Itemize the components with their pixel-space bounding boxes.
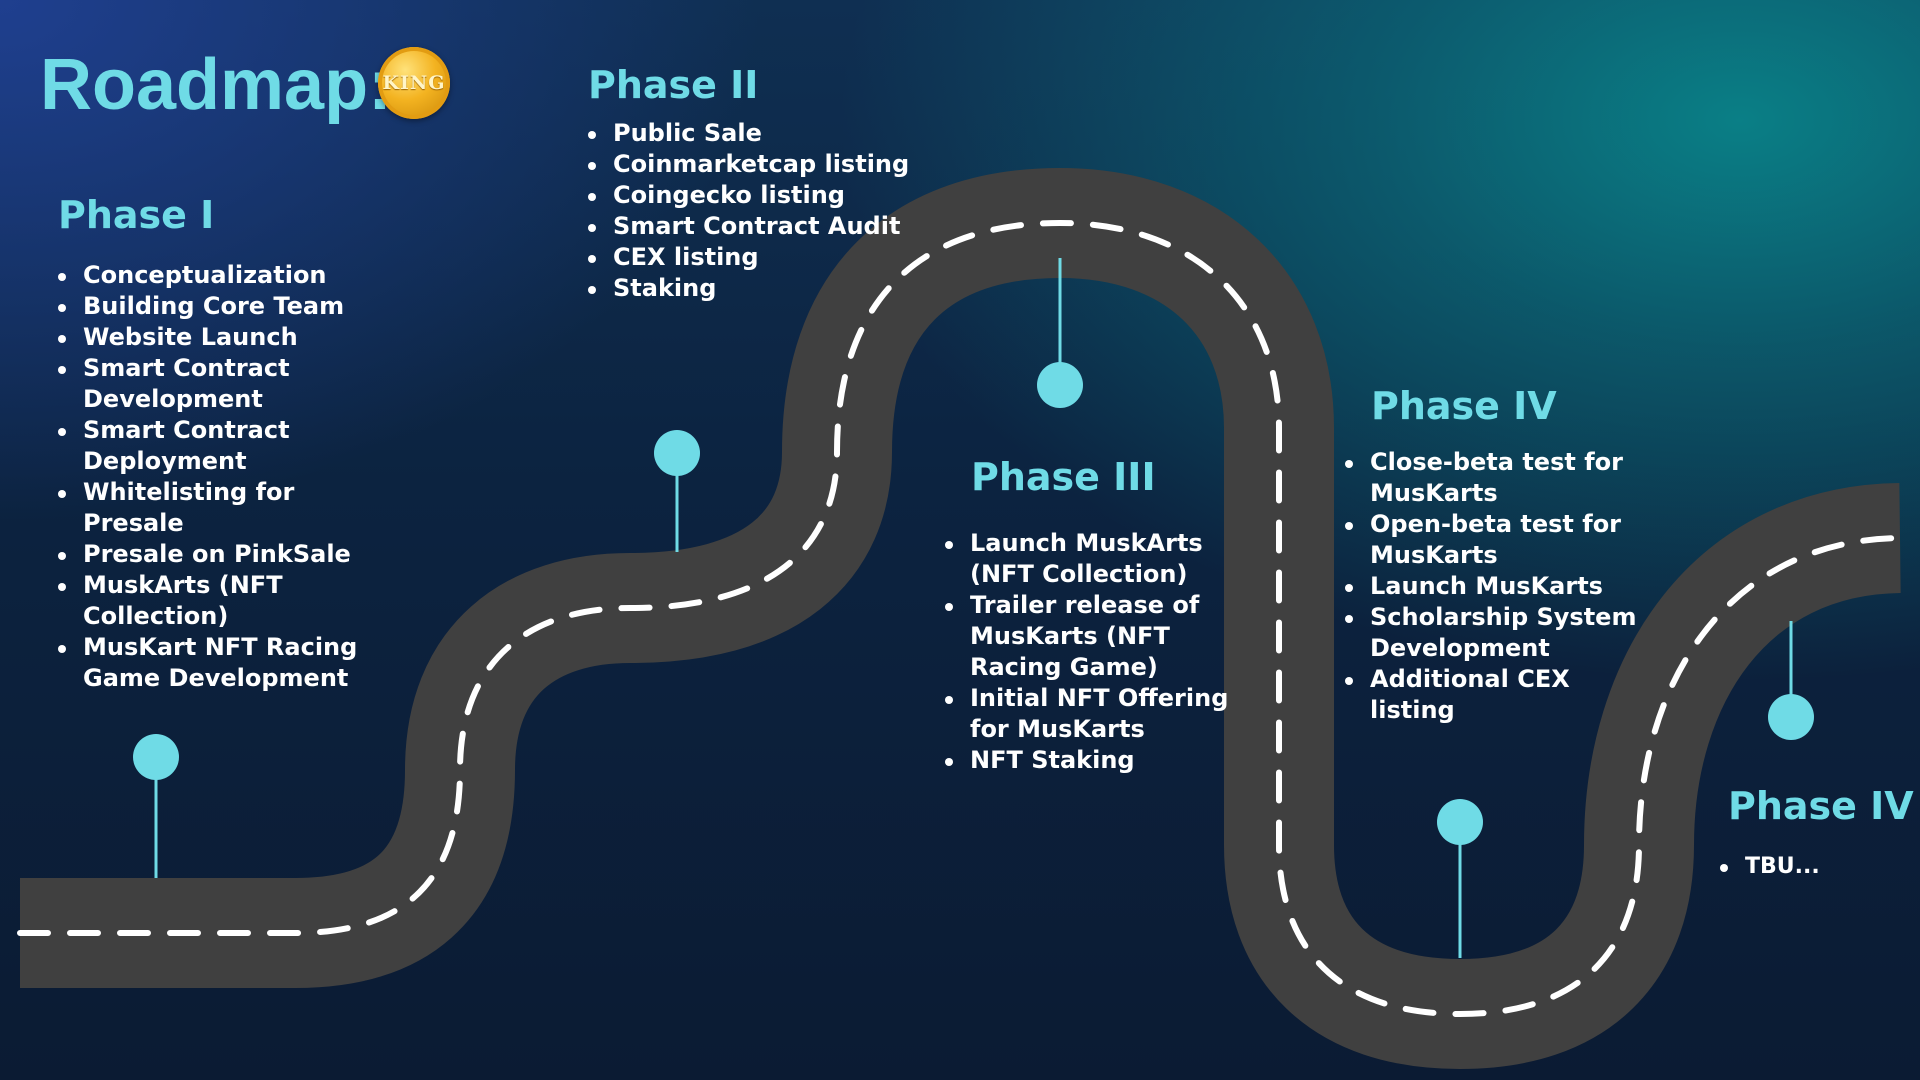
milestone-dot	[1768, 694, 1814, 740]
list-item: Scholarship System Development	[1345, 602, 1645, 664]
list-item: Launch MusKarts	[1345, 571, 1645, 602]
milestone-marker-phase-5	[1768, 621, 1814, 740]
list-item: Website Launch	[58, 322, 378, 353]
phase-item-list: Public Sale Coinmarketcap listing Coinge…	[588, 118, 918, 304]
milestone-dot	[1037, 362, 1083, 408]
phase-block-3: Phase III Launch MuskArts (NFT Collectio…	[945, 454, 1245, 776]
list-item: Staking	[588, 273, 918, 304]
list-item: Conceptualization	[58, 260, 378, 291]
phase-block-1: Phase I Conceptualization Building Core …	[58, 192, 378, 694]
phase-title: Phase I	[58, 193, 215, 237]
road-center-dashes	[17, 219, 1903, 1018]
list-item: Public Sale	[588, 118, 918, 149]
milestone-marker-phase-3	[1037, 258, 1083, 408]
page-title: Roadmap:	[40, 45, 393, 125]
list-item: Smart Contract Deployment	[58, 415, 378, 477]
phase-item-list: Conceptualization Building Core Team Web…	[58, 260, 378, 694]
list-item: Building Core Team	[58, 291, 378, 322]
milestone-dot	[654, 430, 700, 476]
phase-item-list: TBU...	[1720, 851, 1920, 882]
phase-title: Phase IV	[1371, 384, 1557, 428]
list-item: Whitelisting for Presale	[58, 477, 378, 539]
list-item: Launch MuskArts (NFT Collection)	[945, 528, 1245, 590]
phase-block-4: Phase IV Close-beta test for MusKarts Op…	[1345, 383, 1645, 726]
list-item: Smart Contract Audit	[588, 211, 918, 242]
list-item: Coinmarketcap listing	[588, 149, 918, 180]
phase-title: Phase II	[588, 63, 759, 107]
list-item: Presale on PinkSale	[58, 539, 378, 570]
phase-block-2: Phase II Public Sale Coinmarketcap listi…	[588, 62, 918, 304]
list-item: NFT Staking	[945, 745, 1245, 776]
milestone-marker-phase-2	[654, 430, 700, 552]
list-item: MusKart NFT Racing Game Development	[58, 632, 378, 694]
king-coin-icon: KING	[378, 47, 450, 119]
milestone-dot	[133, 734, 179, 780]
list-item: Smart Contract Development	[58, 353, 378, 415]
phase-block-5: Phase IV TBU...	[1720, 783, 1920, 882]
coin-logo-text: KING	[382, 72, 446, 94]
milestone-marker-phase-4	[1437, 799, 1483, 958]
phase-item-list: Close-beta test for MusKarts Open-beta t…	[1345, 447, 1645, 726]
list-item: Coingecko listing	[588, 180, 918, 211]
list-item: Close-beta test for MusKarts	[1345, 447, 1645, 509]
phase-title: Phase III	[971, 455, 1156, 499]
list-item: Additional CEX listing	[1345, 664, 1645, 726]
phase-title: Phase IV	[1728, 784, 1914, 828]
list-item: CEX listing	[588, 242, 918, 273]
milestone-dot	[1437, 799, 1483, 845]
list-item: MuskArts (NFT Collection)	[58, 570, 378, 632]
milestone-marker-phase-1	[133, 734, 179, 878]
list-item: Open-beta test for MusKarts	[1345, 509, 1645, 571]
list-item: Initial NFT Offering for MusKarts	[945, 683, 1245, 745]
list-item: TBU...	[1720, 851, 1920, 882]
list-item: Trailer release of MusKarts (NFT Racing …	[945, 590, 1245, 683]
phase-item-list: Launch MuskArts (NFT Collection) Trailer…	[945, 528, 1245, 776]
